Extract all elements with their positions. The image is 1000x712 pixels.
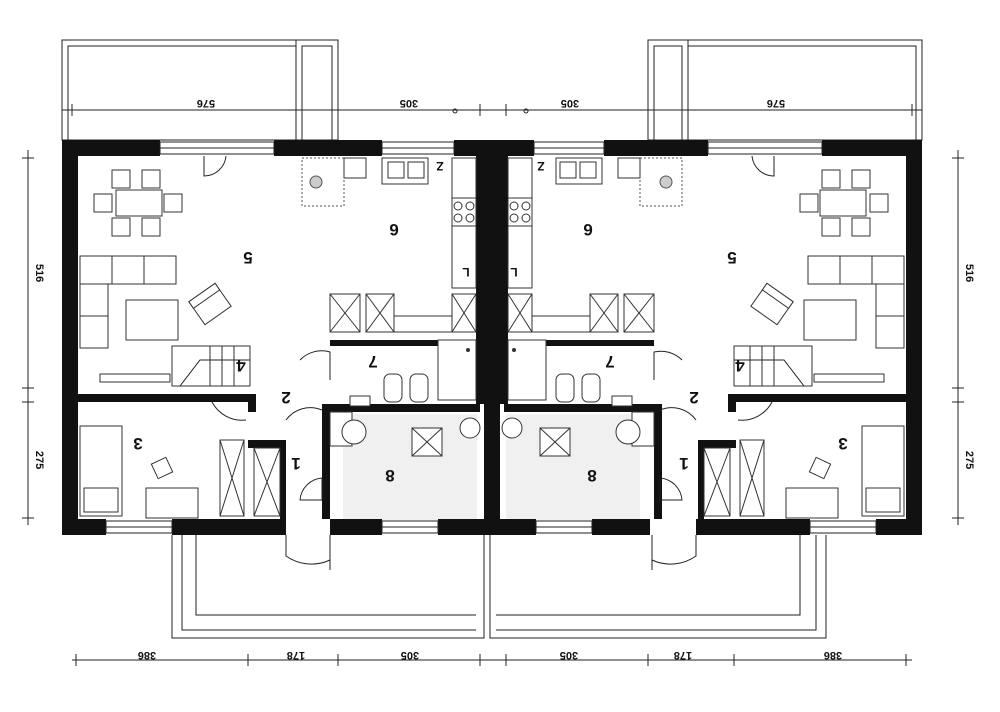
dim-left-upper: 516	[33, 264, 45, 282]
desk	[145, 487, 199, 519]
bottom-dimension-line: 386 178 305 305 178 386	[72, 649, 912, 666]
dim-top-right-a: 576	[767, 97, 785, 109]
stairs-left	[171, 345, 251, 387]
dim-top-left-a: 576	[197, 97, 215, 109]
dim-bottom-left-3: 305	[401, 649, 419, 661]
room-label-3: 3	[838, 434, 847, 453]
desk	[785, 487, 839, 519]
left-dimension-line: 516 275	[22, 150, 45, 525]
dim-right-lower: 275	[963, 451, 975, 469]
windows	[105, 141, 877, 534]
doors	[203, 155, 775, 570]
stairs-right	[733, 345, 813, 387]
room-label-7: 7	[605, 352, 614, 371]
appliance-z-label: Z	[537, 159, 544, 173]
dim-top-left-b: 305	[400, 97, 418, 109]
sofa	[807, 255, 905, 285]
appliance-z-label: Z	[436, 159, 443, 173]
terrace-bottom-left	[171, 535, 485, 639]
room-label-2: 2	[689, 388, 698, 407]
appliance-l-label: L	[510, 265, 517, 279]
dim-bottom-left-2: 178	[287, 649, 305, 661]
room-label-7: 7	[368, 352, 377, 371]
right-dimension-line: 516 275	[952, 150, 975, 525]
room-label-5: 5	[727, 248, 736, 267]
right-unit-labels: 5 6 4 7 2 3 1 8 Z L	[510, 159, 847, 485]
coffee-table	[125, 299, 179, 341]
left-unit-furniture	[79, 157, 481, 519]
room-label-6: 6	[583, 220, 592, 239]
dim-bottom-left-1: 386	[138, 649, 156, 661]
room-label-4: 4	[236, 356, 246, 375]
appliance-l-label: L	[462, 265, 469, 279]
top-dimension-line: 576 305 305 576	[62, 97, 922, 116]
room-label-8: 8	[587, 466, 596, 485]
dim-top-right-b: 305	[561, 97, 579, 109]
dining-table	[819, 189, 867, 217]
room-label-6: 6	[389, 220, 398, 239]
room-label-2: 2	[281, 388, 290, 407]
dim-bottom-right-1: 386	[824, 649, 842, 661]
left-unit-labels: 5 6 4 7 2 3 1 8 Z L	[133, 159, 469, 485]
room-label-8: 8	[385, 466, 394, 485]
terrace-top-right	[647, 39, 923, 141]
dining-table	[115, 189, 163, 217]
coffee-table	[803, 299, 857, 341]
walls	[62, 140, 922, 535]
room-label-1: 1	[679, 454, 688, 473]
sofa	[79, 255, 177, 285]
room-label-4: 4	[735, 356, 745, 375]
dim-left-lower: 275	[33, 451, 45, 469]
room-label-1: 1	[291, 454, 300, 473]
right-unit-furniture	[501, 157, 905, 519]
dim-bottom-right-3: 305	[560, 649, 578, 661]
room-label-5: 5	[243, 248, 252, 267]
terrace-top-left	[61, 39, 339, 141]
dim-right-upper: 516	[963, 264, 975, 282]
room-label-3: 3	[133, 434, 142, 453]
dim-bottom-right-2: 178	[674, 649, 692, 661]
terrace-bottom-right	[489, 535, 827, 639]
